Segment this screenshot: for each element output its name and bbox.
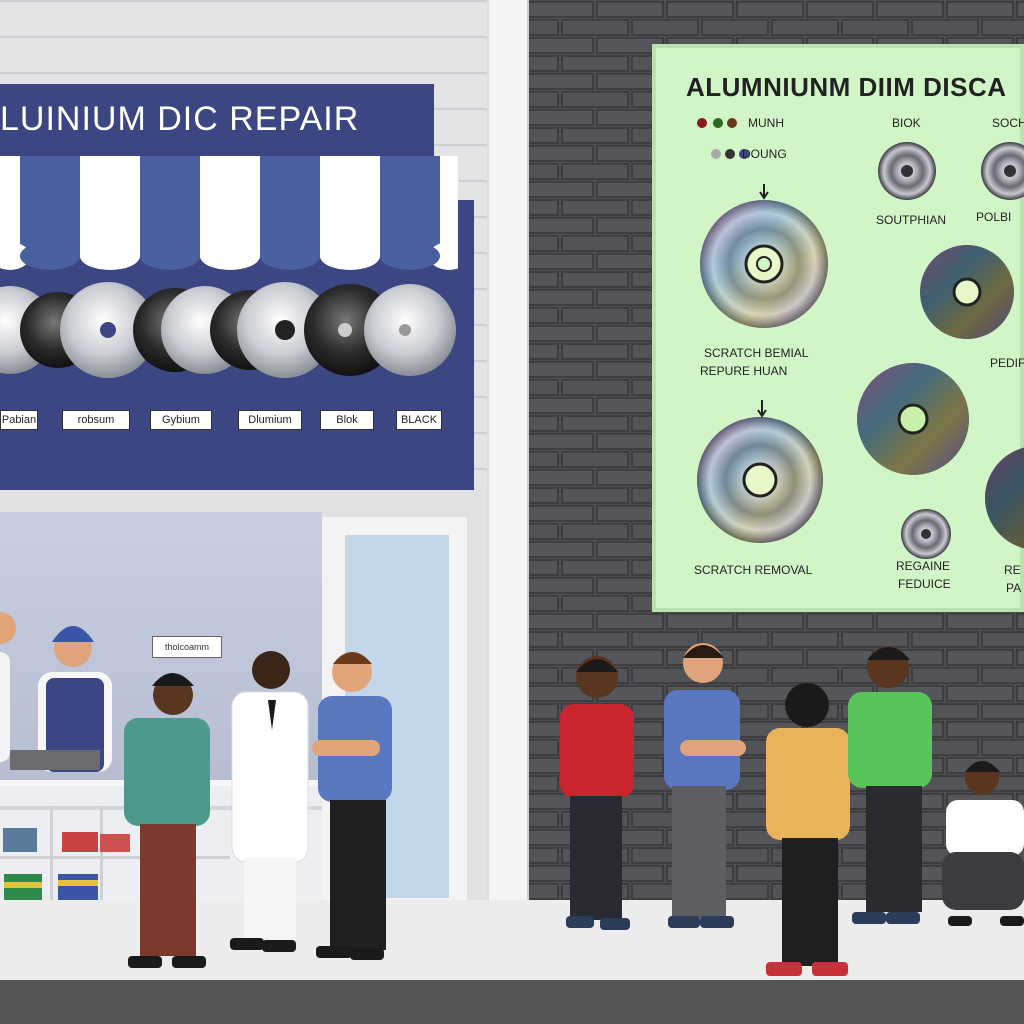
poster-label: REPURE HUAN xyxy=(700,364,788,378)
display-label: Dlumium xyxy=(238,410,302,430)
poster-label: REGAINE xyxy=(896,559,951,573)
display-discs xyxy=(0,282,456,378)
customer-teal xyxy=(124,673,210,968)
poster-legend-1: MUNH xyxy=(748,116,784,130)
person-red xyxy=(560,656,634,930)
building-pillar xyxy=(487,0,529,900)
poster-label: PEDIF xyxy=(990,356,1024,370)
poster-label: PA xyxy=(1006,581,1022,595)
technician-cap xyxy=(10,626,112,772)
brick-line xyxy=(0,72,490,74)
poster-label: RE xyxy=(1004,563,1021,577)
lab-coat-person xyxy=(230,651,309,952)
shop-sign-text: LUINIUM DIC REPAIR xyxy=(0,100,360,138)
poster-label: POLBI xyxy=(976,210,1012,224)
display-label: BLACK xyxy=(396,410,442,430)
striped-awning xyxy=(0,156,458,270)
poster-label: FEDUICE xyxy=(898,577,951,591)
worker-left xyxy=(0,612,16,762)
poster-title: ALUMNIUNM DIIM DISCA xyxy=(686,72,1007,102)
brick-line xyxy=(0,36,490,38)
brick-line xyxy=(0,0,490,2)
store-tag: tholcoamm xyxy=(152,636,222,658)
display-label: Blok xyxy=(320,410,374,430)
poster-label: SOCH xyxy=(992,116,1024,130)
person-blue-gray xyxy=(664,643,746,928)
poster-graphics xyxy=(697,118,1024,559)
poster-label: BIOK xyxy=(892,116,921,130)
person-yellow xyxy=(766,683,850,976)
person-seated xyxy=(942,761,1024,926)
display-label: robsum xyxy=(62,410,130,430)
poster-label: SOUTPHIAN xyxy=(876,213,947,227)
person-green xyxy=(848,646,932,924)
disc-group xyxy=(0,282,456,378)
shop-sign xyxy=(0,84,434,156)
display-label: Gybium xyxy=(150,410,212,430)
display-label: Pabian xyxy=(0,410,38,430)
street xyxy=(0,980,1024,1024)
people-layer xyxy=(0,612,1024,976)
poster-legend-2: DOUNG xyxy=(742,147,787,161)
poster-label: SCRATCH BEMIAL xyxy=(704,346,809,360)
poster-label: SCRATCH REMOVAL xyxy=(694,563,813,577)
customer-blue xyxy=(312,652,392,960)
